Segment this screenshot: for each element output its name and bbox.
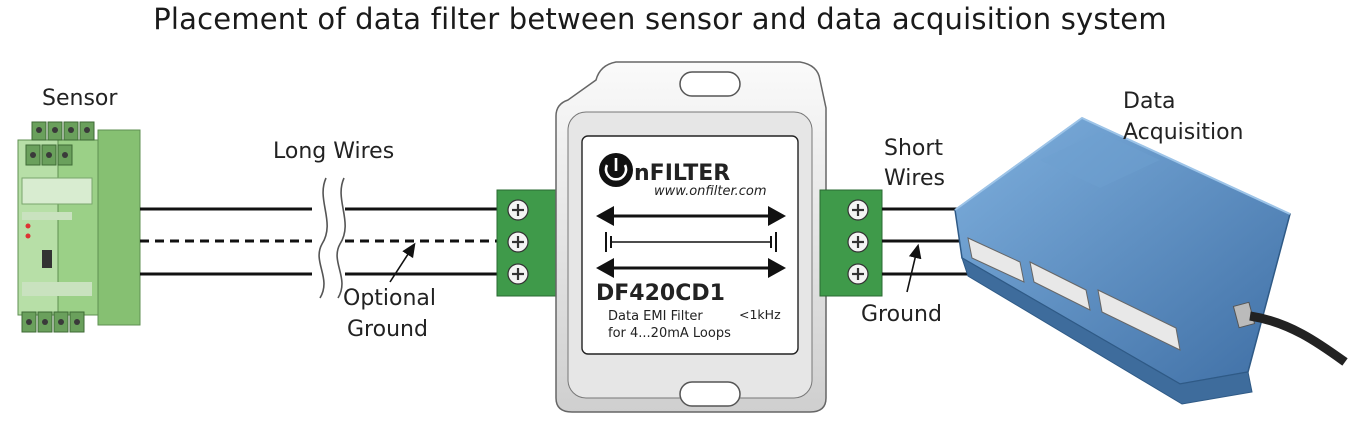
filter-schematic — [596, 206, 786, 278]
ground-right-label: Ground — [861, 302, 942, 327]
filter-model: DF420CD1 — [596, 281, 725, 306]
long-wires — [140, 207, 497, 276]
short-label: Short — [884, 136, 943, 161]
onfilter-logo-icon — [599, 153, 633, 187]
filter-enclosure — [555, 61, 827, 413]
sensor-device — [17, 121, 141, 333]
wires-label: Wires — [884, 166, 945, 191]
mount-slot-bottom — [679, 381, 741, 407]
right-terminal-block — [819, 189, 883, 297]
optional-ground-pointer — [389, 242, 416, 283]
ground-left-label: Ground — [347, 317, 428, 342]
left-terminal-block — [496, 189, 560, 297]
sensor-label: Sensor — [42, 86, 118, 111]
ground-right-pointer — [906, 243, 922, 293]
data-label: Data — [1123, 89, 1176, 114]
filter-url: www.onfilter.com — [654, 184, 767, 199]
mount-slot-top — [679, 71, 741, 97]
filter-desc-line1: Data EMI Filter — [608, 309, 703, 324]
filter-brand: nFILTER — [634, 161, 730, 186]
filter-label-plate — [581, 135, 799, 355]
acquisition-label: Acquisition — [1123, 120, 1244, 145]
wire-break-marks — [318, 177, 346, 299]
diagram-title: Placement of data filter between sensor … — [153, 2, 1167, 36]
data-acquisition-device — [954, 116, 1348, 405]
optional-label: Optional — [343, 286, 436, 311]
filter-frequency: <1kHz — [739, 307, 781, 322]
short-wires — [882, 207, 968, 276]
filter-desc-line2: for 4...20mA Loops — [608, 326, 731, 341]
long-wires-label: Long Wires — [273, 139, 394, 164]
